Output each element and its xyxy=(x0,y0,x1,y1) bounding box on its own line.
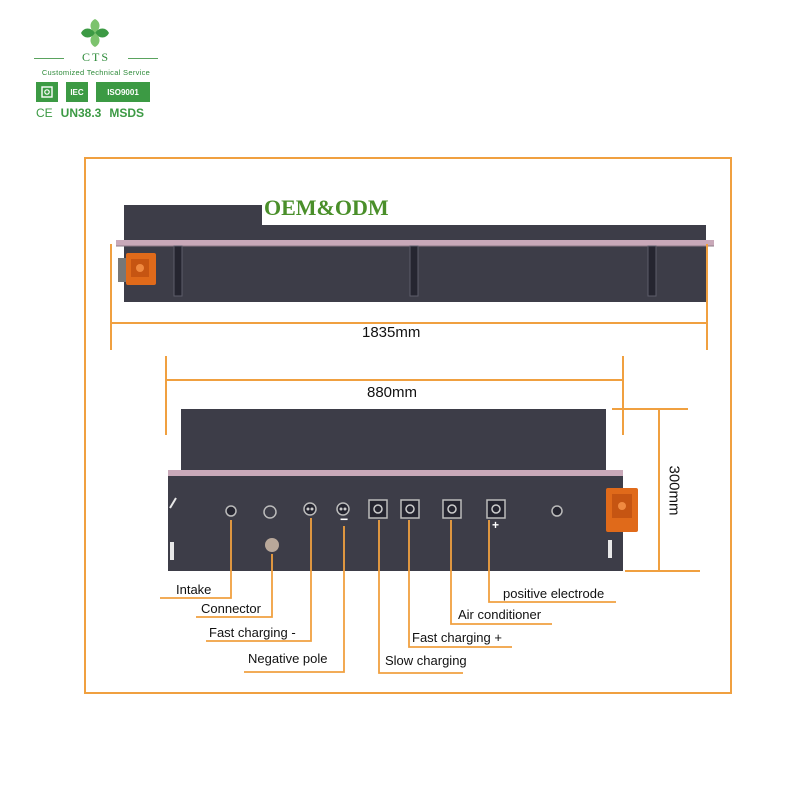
callout-positive-electrode: positive electrode xyxy=(503,586,605,601)
cert-icon-1 xyxy=(36,82,58,102)
port-intake-icon xyxy=(225,505,237,517)
polarity-minus: − xyxy=(340,511,349,527)
port-connector-icon xyxy=(263,505,279,552)
top-rail xyxy=(116,240,714,246)
callout-leaders xyxy=(160,518,616,674)
cert-iso: ISO9001 xyxy=(96,82,150,102)
top-connector-icon xyxy=(118,253,156,285)
cert-msds: MSDS xyxy=(109,106,145,120)
polarity-plus: + xyxy=(492,518,500,532)
port-negative-pole-icon xyxy=(336,502,350,516)
port-air-conditioner-icon xyxy=(442,499,462,519)
dim-width xyxy=(165,356,624,435)
cert-un: UN38.3 xyxy=(60,106,102,120)
top-view-battery xyxy=(116,205,714,302)
callout-fast-charging-minus: Fast charging - xyxy=(209,625,296,640)
callout-fast-charging-plus: Fast charging + xyxy=(412,630,502,645)
logo-tagline: Customized Technical Service xyxy=(41,68,151,77)
front-connector-icon xyxy=(606,488,638,532)
diagram-frame xyxy=(84,157,732,694)
cert-badges: IEC ISO9001 xyxy=(36,82,150,102)
cts-leaf-icon xyxy=(81,19,109,47)
callout-negative-pole: Negative pole xyxy=(248,651,328,666)
cert-iec: IEC xyxy=(66,82,88,102)
port-positive-electrode-icon xyxy=(486,499,506,519)
recycle-icon xyxy=(41,86,53,98)
callout-slow-charging: Slow charging xyxy=(385,653,467,668)
callout-intake: Intake xyxy=(176,582,212,597)
front-view-battery xyxy=(168,409,638,571)
cts-logo: CTS Customized Technical Service IEC ISO… xyxy=(26,16,166,126)
dim-width-label: 880mm xyxy=(367,384,418,401)
callout-connector: Connector xyxy=(201,601,261,616)
callout-air-conditioner: Air conditioner xyxy=(458,607,542,622)
logo-rule-right xyxy=(128,58,158,59)
dim-length-label: 1835mm xyxy=(362,324,421,341)
port-extra-icon xyxy=(551,505,563,517)
port-fast-charging-plus-icon xyxy=(400,499,420,519)
dim-height xyxy=(612,408,700,572)
dim-height-label: 300mm xyxy=(665,465,683,516)
port-fast-charging-minus-icon xyxy=(303,502,317,516)
logo-brand: CTS xyxy=(81,50,110,64)
dim-length xyxy=(110,244,708,350)
port-slow-charging-icon xyxy=(368,499,388,519)
oem-odm-watermark: OEM&ODM xyxy=(262,195,391,221)
cert-text-row: CE UN38.3 MSDS xyxy=(36,106,144,120)
logo-rule-left xyxy=(34,58,64,59)
cert-ce: CE xyxy=(36,106,53,120)
